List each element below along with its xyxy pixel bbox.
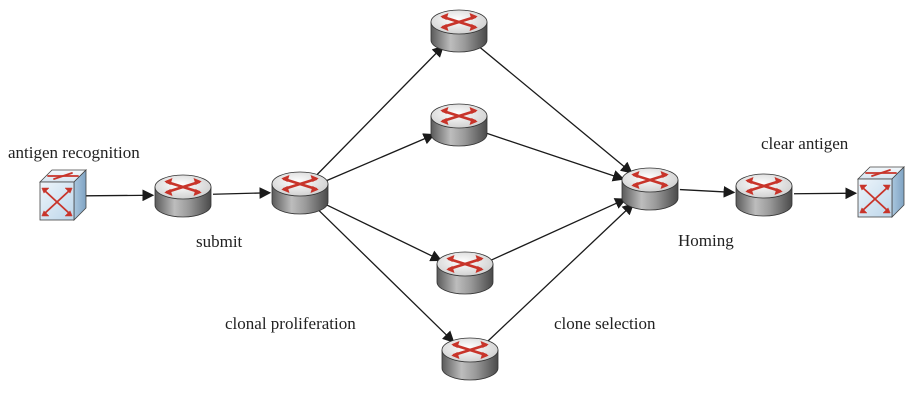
edge-router-out-to-switch-right xyxy=(793,187,858,200)
label-clear-antigen: clear antigen xyxy=(761,134,849,153)
edge-router-branch-1-to-router-merge xyxy=(476,44,633,174)
switch-right-switch-icon xyxy=(857,166,905,218)
edge-router-hub-to-router-branch-2 xyxy=(324,133,436,182)
label-antigen-recognition: antigen recognition xyxy=(8,143,140,162)
edge-router-hub-to-router-branch-3 xyxy=(323,202,443,262)
router-branch-4-router-icon xyxy=(440,336,500,382)
edge-router-branch-3-to-router-merge xyxy=(489,198,627,262)
label-clonal-proliferation: clonal proliferation xyxy=(225,314,356,333)
edge-router-hub-to-router-branch-1 xyxy=(315,45,444,177)
edge-router-branch-2-to-router-merge xyxy=(485,132,625,182)
edge-switch-left-to-router-1 xyxy=(85,189,155,202)
router-merge-router-icon xyxy=(620,166,680,212)
router-1-router-icon xyxy=(153,173,213,219)
router-out-router-icon xyxy=(734,172,794,218)
nodes xyxy=(39,8,905,382)
label-homing: Homing xyxy=(678,231,734,250)
router-hub-router-icon xyxy=(270,170,330,216)
label-submit: submit xyxy=(196,232,243,251)
router-branch-3-router-icon xyxy=(435,250,495,296)
edge-router-hub-to-router-branch-4 xyxy=(315,207,455,343)
edges xyxy=(85,44,858,343)
edge-router-1-to-router-hub xyxy=(212,187,272,199)
router-branch-1-router-icon xyxy=(429,8,489,54)
switch-left-switch-icon xyxy=(39,169,87,221)
edge-router-branch-4-to-router-merge xyxy=(486,202,635,343)
router-branch-2-router-icon xyxy=(429,102,489,148)
label-clone-selection: clone selection xyxy=(554,314,656,333)
edge-router-merge-to-router-out xyxy=(679,186,736,198)
